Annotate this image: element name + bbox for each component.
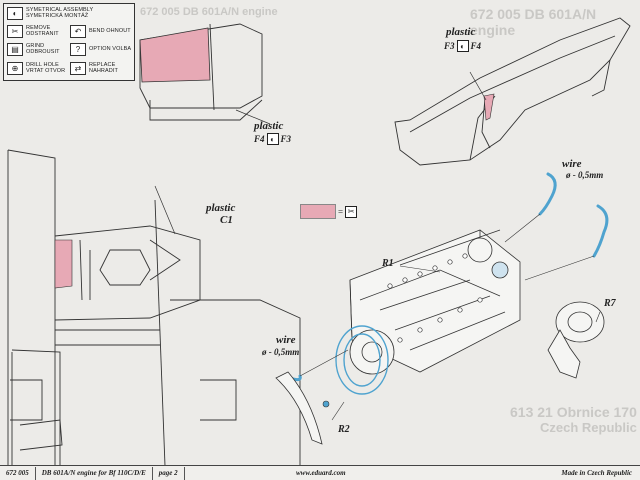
plastic-label-top-right: plastic xyxy=(446,26,476,38)
part-r1: R1 xyxy=(382,258,394,269)
remove-area-top xyxy=(139,27,211,83)
remove-area-cowling xyxy=(483,93,495,121)
symmetry-icon: ◐ xyxy=(456,40,469,52)
part-r7: R7 xyxy=(604,298,616,309)
option-icon: ? xyxy=(70,43,86,56)
legend-item-bend: ↶ BEND OHNOUT xyxy=(70,25,133,38)
legend-item-drill: ⊕ DRILL HOLE VRTAT OTVOR xyxy=(7,62,70,75)
legend-label: BEND OHNOUT xyxy=(89,27,131,34)
bend-icon: ↶ xyxy=(70,25,86,38)
ghost-text-3: 613 21 Obrnice 170 xyxy=(510,404,637,420)
supercharger-r7 xyxy=(547,301,605,379)
pink-swatch xyxy=(300,204,336,219)
ghost-text-2: 672 005 DB 601A/N engine xyxy=(140,6,278,18)
grind-icon: ▤ xyxy=(7,43,23,56)
legend-label: OPTION VOLBA xyxy=(89,45,132,52)
footer-title: DB 601A/N engine for Bf 110C/D/E xyxy=(36,466,153,480)
replace-icon: ⇄ xyxy=(70,62,86,75)
footer-page: page 2 xyxy=(153,466,185,480)
legend-item-remove: ✂ REMOVE ODSTRANIT xyxy=(7,25,70,38)
plastic-label-center: plastic xyxy=(254,120,284,132)
footer-code: 672 005 xyxy=(0,466,36,480)
footer-made-in: Made in Czech Republic xyxy=(561,469,632,477)
remove-swatch-legend: = ✂ xyxy=(300,204,358,219)
legend-label: REMOVE ODSTRANIT xyxy=(26,25,59,37)
part-f3: F3 xyxy=(280,134,292,144)
wire-label-right: wire xyxy=(562,158,582,170)
part-c1: C1 xyxy=(220,214,233,226)
part-f4: F4 xyxy=(254,134,265,144)
legend-item-grind: ▤ GRIND ODBROUSIT xyxy=(7,43,70,56)
wire-dim-left: ø - 0,5mm xyxy=(262,347,300,357)
ghost-text-4: Czech Republic xyxy=(540,420,637,435)
fuselage-section-part xyxy=(139,23,263,109)
wire-label-left: wire xyxy=(276,334,296,346)
fuselage-side-view xyxy=(7,149,301,466)
legend-label: GRIND ODBROUSIT xyxy=(26,43,60,55)
part-ref-f4-f3: F4 ◐ F3 xyxy=(254,133,291,145)
exhaust-part-r2 xyxy=(275,371,323,445)
legend-item-replace: ⇄ REPLACE NAHRADIT xyxy=(70,62,133,75)
legend-item-symmetry: ◐ SYMETRICAL ASSEMBLY SYMETRICKÁ MONTÁŽ xyxy=(7,7,126,20)
part-f3: F3 xyxy=(444,41,455,51)
remove-icon: ✂ xyxy=(7,25,23,38)
footer-website: www.eduard.com xyxy=(296,469,346,477)
part-ref-f3-f4: F3 ◐ F4 xyxy=(444,40,481,52)
assembly-drawing xyxy=(7,17,631,466)
part-f4: F4 xyxy=(470,41,482,51)
legend-label: REPLACE NAHRADIT xyxy=(89,62,118,74)
symmetry-icon: ◐ xyxy=(266,133,279,145)
remove-icon: ✂ xyxy=(345,205,358,218)
drill-icon: ⊕ xyxy=(7,62,23,75)
pe-cooling-ring xyxy=(335,325,389,395)
cowling-frame-part xyxy=(394,17,631,166)
legend-label: DRILL HOLE VRTAT OTVOR xyxy=(26,62,66,74)
remove-area-side xyxy=(54,239,73,289)
part-r2: R2 xyxy=(338,424,350,435)
plastic-label-c1: plastic xyxy=(206,202,236,214)
engine-block-r1 xyxy=(349,229,521,375)
instruction-legend: ◐ SYMETRICAL ASSEMBLY SYMETRICKÁ MONTÁŽ … xyxy=(3,3,135,81)
page-footer: 672 005 DB 601A/N engine for Bf 110C/D/E… xyxy=(0,465,640,480)
legend-item-option: ? OPTION VOLBA xyxy=(70,43,133,56)
symmetry-icon: ◐ xyxy=(7,7,23,20)
wire-dim-right: ø - 0,5mm xyxy=(566,170,604,180)
ghost-text-1: 672 005 DB 601A/N engine xyxy=(470,6,597,38)
legend-label: SYMETRICAL ASSEMBLY SYMETRICKÁ MONTÁŽ xyxy=(26,7,94,19)
